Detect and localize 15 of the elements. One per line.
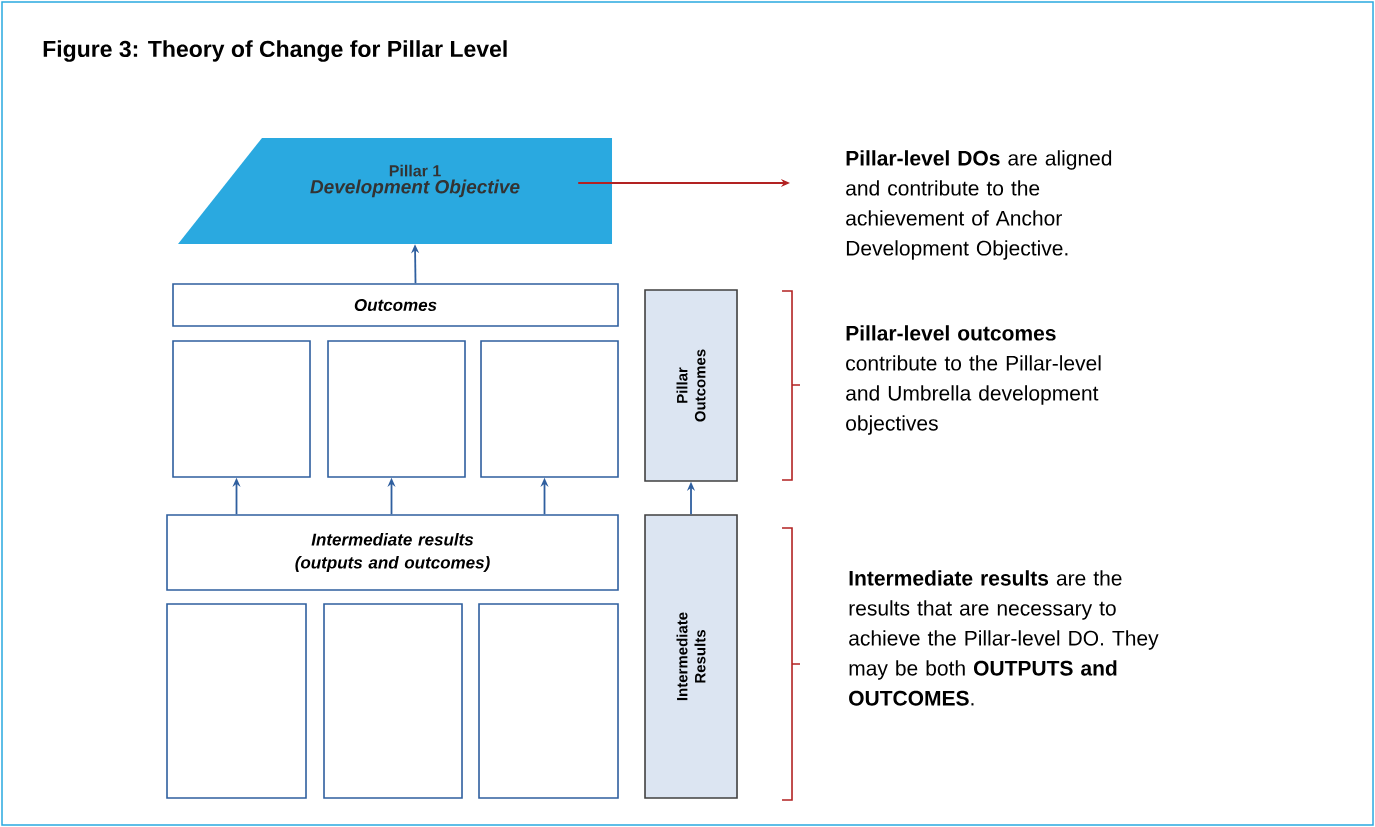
side-bar: Pillar Outcomes xyxy=(644,289,738,482)
note-text: Pillar-level DOs are aligned and contribute to the achievement of Anchor Development Objective. xyxy=(846,150,1112,260)
side-bar: Intermediate Results xyxy=(644,514,738,799)
objective-banner: Pillar 1 Development Objective xyxy=(178,138,612,244)
figure-title: Figure 3: Theory of Change for Pillar Level xyxy=(43,40,507,62)
empty-box xyxy=(166,603,307,799)
empty-box xyxy=(480,340,619,478)
empty-box xyxy=(323,603,463,799)
note-text: Pillar-level outcomes contribute to the Pillar-level and Umbrella development objectives xyxy=(846,325,1101,435)
outcome-box: Outcomes xyxy=(172,283,619,327)
empty-box xyxy=(327,340,466,478)
note-text: Intermediate results are the results that are necessary to achieve the Pillar-level DO. They may be both OUTPUTS and OUTCOMES. xyxy=(849,570,1159,706)
empty-box xyxy=(478,603,619,799)
outcome-box: Intermediate results (outputs and outcomes) xyxy=(166,514,619,591)
empty-box xyxy=(172,340,311,478)
